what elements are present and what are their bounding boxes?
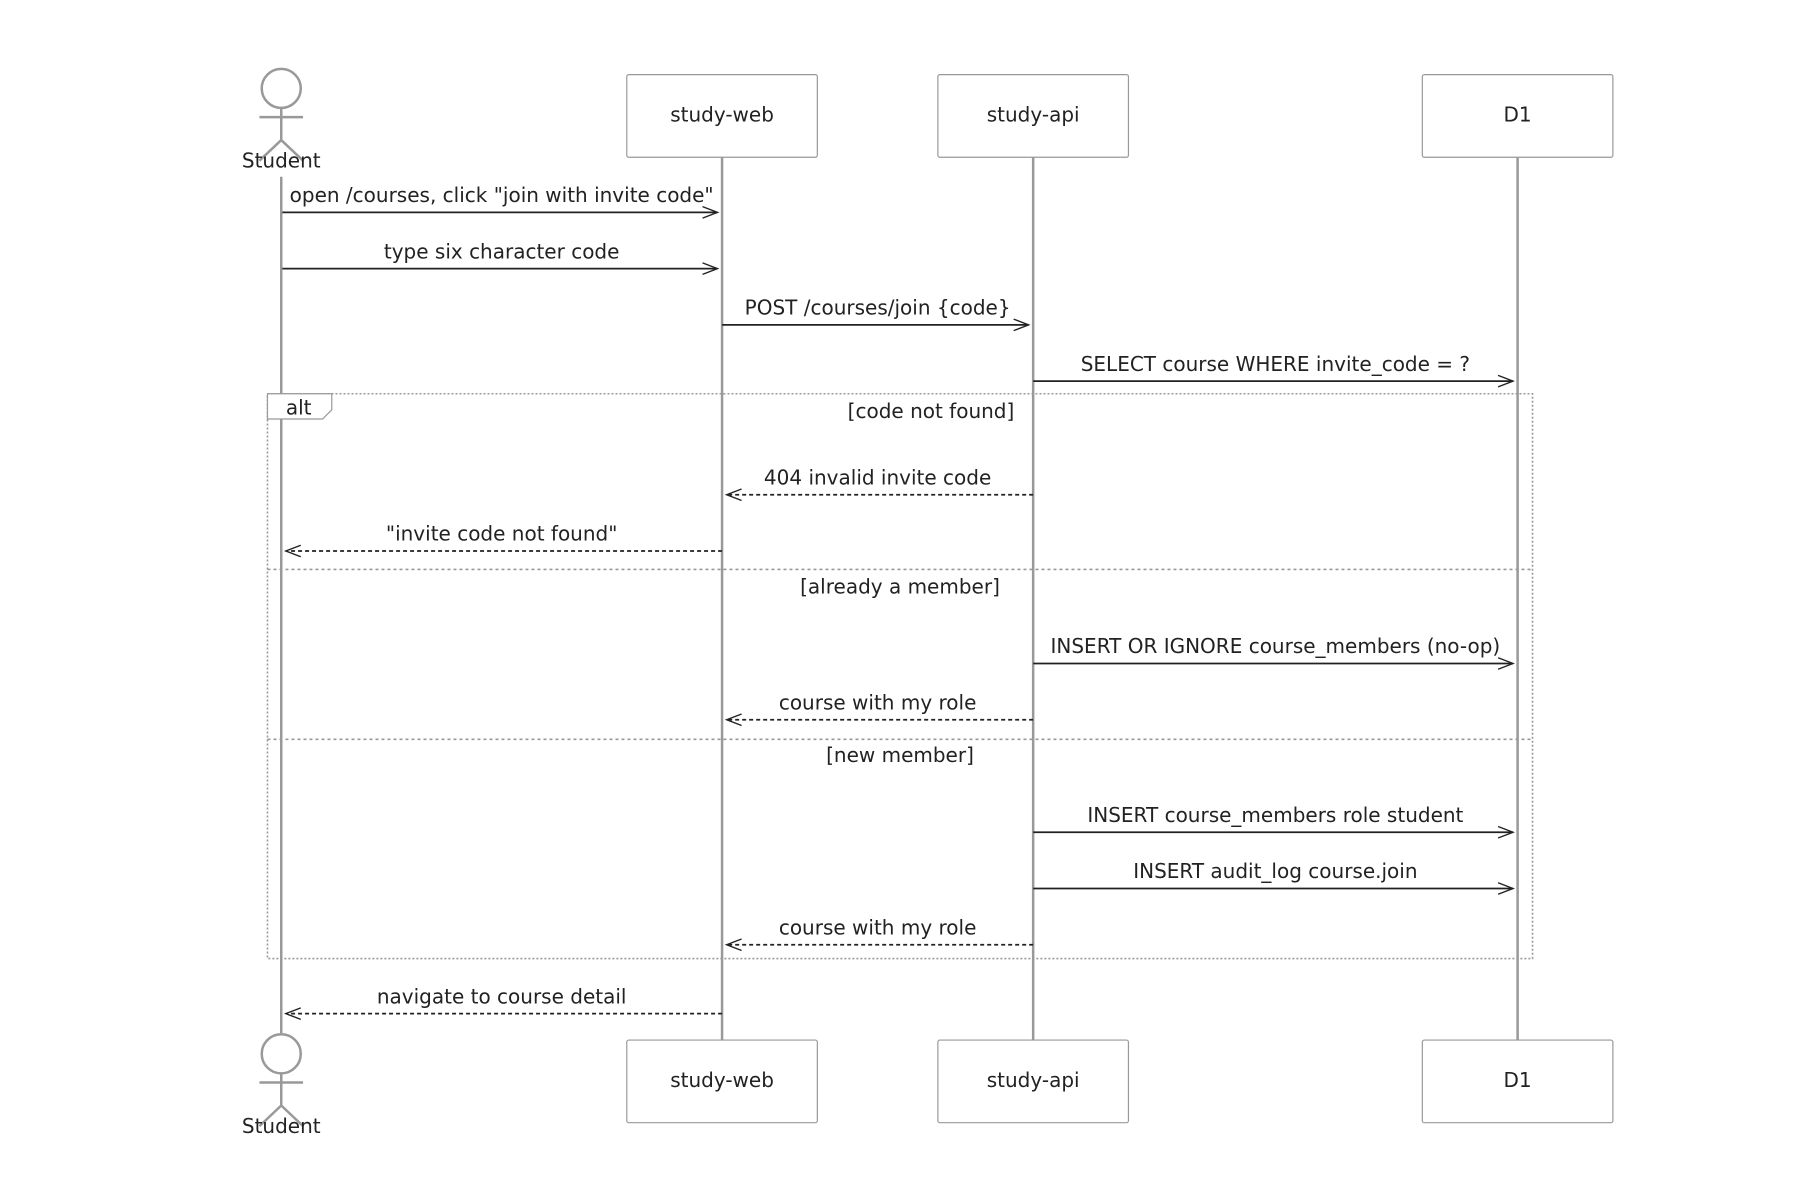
arrowhead-icon: [702, 262, 720, 276]
actor-head: [260, 1033, 303, 1075]
arrowhead-icon: [724, 938, 742, 952]
actor-leg-left: [258, 139, 283, 162]
alt-guard-label: [already a member]: [800, 574, 1000, 598]
alt-guard-label: [new member]: [826, 743, 974, 767]
message-arrow: open /courses, click "join with invite c…: [282, 183, 720, 219]
participant-box: [1421, 74, 1614, 158]
arrowhead-icon: [283, 1007, 302, 1021]
message-label: INSERT course_members role student: [1087, 803, 1463, 827]
participant-web-bottom: study-web: [626, 1039, 818, 1124]
message-arrow: POST /courses/join {code}: [722, 296, 1031, 332]
message-arrow: type six character code: [282, 239, 720, 276]
actor-leg-right: [280, 139, 304, 162]
alt-frame-border: [266, 392, 1534, 960]
arrowhead-icon: [724, 488, 742, 502]
participant-label: D1: [1504, 102, 1532, 126]
actor-leg-right: [280, 1104, 304, 1128]
arrowhead-icon: [724, 713, 742, 727]
participant-box: [1421, 1039, 1614, 1124]
arrowhead-icon: [1497, 825, 1515, 839]
participant-box: [937, 1039, 1130, 1124]
participant-label: study-api: [987, 102, 1080, 126]
participant-label: study-api: [987, 1068, 1080, 1092]
participant-web-top: study-web: [626, 74, 818, 158]
message-label: SELECT course WHERE invite_code = ?: [1081, 352, 1470, 376]
alt-frame-tag: [266, 393, 333, 420]
participant-label: D1: [1504, 1068, 1532, 1092]
actor-top: Student: [242, 67, 321, 173]
participant-db-bottom: D1: [1421, 1039, 1614, 1124]
participant-api-bottom: study-api: [937, 1039, 1130, 1124]
message-arrow: "invite code not found": [283, 522, 723, 558]
participant-box: [626, 1039, 818, 1124]
alt-frame: alt [code not found] [already a member] [ne…: [266, 392, 1534, 960]
alt-guard-label: [code not found]: [848, 399, 1015, 423]
participant-box: [937, 74, 1130, 158]
arrowhead-icon: [1497, 657, 1515, 670]
message-label: INSERT audit_log course.join: [1133, 859, 1417, 883]
arrowhead-icon: [1013, 318, 1031, 332]
participant-label: study-web: [670, 1068, 774, 1092]
message-label: type six character code: [384, 239, 620, 263]
actor-bottom: Student: [242, 1033, 321, 1138]
actor-head: [260, 67, 303, 110]
alt-frame-tag-label: alt: [286, 395, 312, 419]
message-arrow: course with my role: [724, 915, 1034, 952]
message-arrow: navigate to course detail: [283, 984, 723, 1021]
actor-label: Student: [242, 149, 321, 173]
message-arrow: course with my role: [724, 690, 1034, 727]
participants: StudentStudentstudy-webstudy-webstudy-ap…: [242, 67, 1614, 1138]
arrowhead-icon: [1497, 882, 1515, 895]
message-arrow: INSERT OR IGNORE course_members (no-op): [1033, 634, 1515, 670]
message-label: 404 invalid invite code: [764, 465, 991, 489]
message-arrow: 404 invalid invite code: [724, 465, 1034, 502]
message-label: "invite code not found": [386, 522, 618, 546]
message-arrow: INSERT course_members role student: [1033, 803, 1515, 839]
message-arrow: SELECT course WHERE invite_code = ?: [1033, 352, 1515, 388]
lifelines: [280, 157, 1519, 1041]
arrowhead-icon: [702, 205, 720, 219]
arrowhead-icon: [1497, 374, 1515, 388]
actor-leg-left: [258, 1104, 283, 1128]
message-label: course with my role: [779, 690, 977, 714]
message-label: open /courses, click "join with invite c…: [290, 183, 714, 207]
message-label: POST /courses/join {code}: [745, 296, 1011, 320]
message-label: course with my role: [779, 915, 977, 939]
participant-db-top: D1: [1421, 74, 1614, 158]
message-label: navigate to course detail: [377, 984, 627, 1008]
arrowhead-icon: [283, 544, 302, 558]
messages: open /courses, click "join with invite c…: [282, 183, 1515, 1021]
message-arrow: INSERT audit_log course.join: [1033, 859, 1515, 895]
participant-label: study-web: [670, 102, 774, 126]
participant-api-top: study-api: [937, 74, 1130, 158]
actor-label: Student: [242, 1114, 321, 1138]
message-label: INSERT OR IGNORE course_members (no-op): [1051, 634, 1501, 658]
participant-box: [626, 74, 818, 158]
